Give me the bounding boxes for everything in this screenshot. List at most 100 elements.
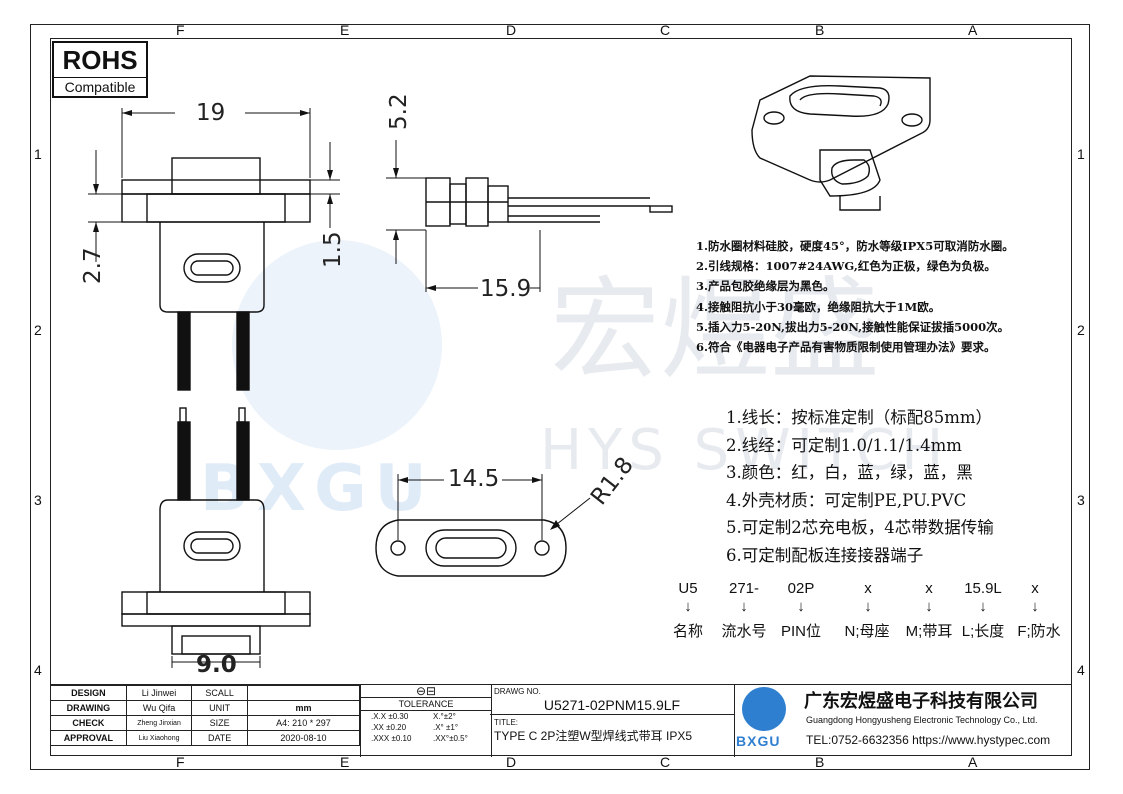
- tolerance-row: .XX ±0.20 .X° ±1°: [361, 722, 491, 733]
- dim-top-thick: 5.2: [386, 93, 412, 130]
- approval-value: A4: 210 * 297: [246, 715, 361, 731]
- watermark-en: HYS SWITCH: [540, 418, 950, 483]
- dim-length: 15.9: [480, 276, 532, 302]
- pn-label: F;防水: [1017, 623, 1061, 640]
- front-view-top: [121, 157, 311, 423]
- spec-note: 1.防水圈材料硅胶，硬度45°，防水等级IPX5可取消防水圈。: [696, 239, 1014, 253]
- dim-hole-span: 14.5: [448, 466, 500, 492]
- drawing-no-label: DRAWG NO.: [494, 687, 541, 696]
- dimension-arrows-side: [393, 168, 436, 291]
- tolerance-linear: .XXX ±0.10: [371, 734, 412, 743]
- tolerance-angular: .X° ±1°: [433, 723, 459, 732]
- zone-row-right: 1: [1077, 146, 1085, 162]
- approval-name: Li Jinwei: [125, 685, 193, 701]
- table-row: DRAWING Wu Qifa UNIT mm: [50, 700, 361, 716]
- company-logo-icon: [742, 687, 786, 731]
- front-view-bottom: [121, 421, 311, 655]
- dimension-arrows-flange: [398, 477, 560, 530]
- rohs-title: ROHS: [62, 45, 138, 75]
- arrow-down-icon: ↓: [1031, 598, 1039, 615]
- arrow-down-icon: ↓: [864, 598, 872, 615]
- pn-label: 名称: [672, 623, 703, 640]
- custom-notes: 1.线长：按标准定制（标配85mm） 2.线经：可定制1.0/1.1/1.4mm…: [726, 404, 994, 569]
- approval-value: 2020-08-10: [246, 730, 361, 746]
- pn-code: x: [864, 580, 872, 597]
- approval-name: Zheng Jinxian: [125, 715, 193, 731]
- drawing-number: U5271-02PNM15.9LF: [490, 696, 734, 715]
- table-row: APPROVAL Liu Xiaohong DATE 2020-08-10: [50, 730, 361, 746]
- rohs-badge: ROHS Compatible: [52, 41, 148, 98]
- custom-note: 5.可定制2芯充电板，4芯带数据传输: [726, 518, 994, 537]
- custom-note: 2.线经：可定制1.0/1.1/1.4mm: [726, 435, 962, 455]
- tolerance-row: .X.X ±0.30 X.°±2°: [361, 711, 491, 722]
- arrow-down-icon: ↓: [797, 598, 805, 615]
- approval-role: DESIGN: [50, 685, 127, 701]
- projection-symbol-icon: ⊖⊟: [415, 684, 437, 698]
- arrow-down-icon: ↓: [740, 598, 748, 615]
- part-number-breakdown: U5 271- 02P x x 15.9L x ↓ ↓ ↓ ↓ ↓ ↓ ↓ 名称…: [670, 580, 1070, 642]
- dimension-lines-side: [386, 140, 541, 292]
- arrow-down-icon: ↓: [925, 598, 933, 615]
- tolerance-linear: .X.X ±0.30: [371, 712, 409, 721]
- zone-col-top: C: [660, 22, 671, 38]
- drawing-frame-inner: [50, 38, 1072, 756]
- zone-row-left: 2: [34, 322, 42, 338]
- zone-col-top: E: [340, 22, 350, 38]
- custom-note: 6.可定制配板连接接器端子: [726, 545, 924, 565]
- dim-height-left: 2.7: [80, 247, 106, 284]
- table-row: CHECK Zheng Jinxian SIZE A4: 210 * 297: [50, 715, 361, 731]
- zone-row-left: 3: [34, 492, 42, 508]
- side-view: [425, 177, 673, 227]
- watermark-logo-circle: [232, 240, 442, 450]
- zone-row-left: 1: [34, 146, 42, 162]
- custom-note: 1.线长：按标准定制（标配85mm）: [726, 408, 993, 427]
- title-block: DESIGN Li Jinwei SCALL DRAWING Wu Qifa U…: [50, 684, 1072, 757]
- dim-width: 19: [196, 100, 226, 126]
- zone-col-bottom: E: [340, 754, 350, 770]
- dimension-arrows-left: [93, 110, 333, 232]
- rohs-subtitle: Compatible: [54, 77, 146, 96]
- pn-label: PIN位: [780, 623, 821, 640]
- pn-code: x: [925, 580, 933, 597]
- tolerance-block: ⊖⊟ TOLERANCE .X.X ±0.30 X.°±2° .XX ±0.20…: [360, 685, 492, 757]
- custom-note: 3.颜色：红，白，蓝，绿，蓝，黑: [726, 463, 973, 482]
- company-block: BXGU 广东宏煜盛电子科技有限公司 Guangdong Hongyusheng…: [734, 685, 1072, 757]
- tolerance-angular: .XX°±0.5°: [433, 734, 468, 743]
- zone-col-top: A: [968, 22, 978, 38]
- approval-role: APPROVAL: [50, 730, 127, 746]
- pn-label: N;母座: [844, 623, 890, 640]
- zone-row-right: 3: [1077, 492, 1085, 508]
- zone-col-bottom: A: [968, 754, 978, 770]
- pn-label: M;带耳: [905, 623, 953, 640]
- title-label: TITLE:: [494, 718, 519, 727]
- dim-side-thick: 1.5: [320, 231, 346, 268]
- approval-field: SIZE: [191, 715, 248, 731]
- zone-col-bottom: B: [815, 754, 825, 770]
- approval-field: UNIT: [191, 700, 248, 716]
- table-row: DESIGN Li Jinwei SCALL: [50, 685, 361, 701]
- zone-col-top: F: [176, 22, 185, 38]
- approval-role: CHECK: [50, 715, 127, 731]
- spec-notes: 1.防水圈材料硅胶，硬度45°，防水等级IPX5可取消防水圈。 2.引线规格：1…: [696, 236, 1014, 357]
- approval-name: Liu Xiaohong: [125, 730, 193, 746]
- spec-note: 5.插入力5-20N,拔出力5-20N,接触性能保证拔插5000次。: [696, 319, 1010, 334]
- zone-col-bottom: C: [660, 754, 671, 770]
- tolerance-angular: X.°±2°: [433, 712, 456, 721]
- pn-code: 15.9L: [964, 580, 1002, 597]
- company-name-cn: 广东宏煜盛电子科技有限公司: [804, 691, 1038, 712]
- drawing-info: DRAWG NO. U5271-02PNM15.9LF TITLE: TYPE …: [490, 685, 735, 757]
- drawing-title: TYPE C 2P注塑W型焊线式带耳 IPX5: [494, 729, 693, 743]
- zone-col-bottom: D: [506, 754, 517, 770]
- company-contact: TEL:0752-6632356 https://www.hystypec.co…: [806, 733, 1051, 747]
- company-name-en: Guangdong Hongyusheng Electronic Technol…: [806, 715, 1038, 725]
- tolerance-label: TOLERANCE: [361, 697, 491, 711]
- tolerance-row: .XXX ±0.10 .XX°±0.5°: [361, 733, 491, 744]
- spec-note: 6.符合《电器电子产品有害物质限制使用管理办法》要求。: [696, 340, 996, 355]
- approval-field: DATE: [191, 730, 248, 746]
- zone-col-top: D: [506, 22, 517, 38]
- dim-bottom-width: 9.0: [196, 652, 237, 678]
- custom-note: 4.外壳材质：可定制PE,PU.PVC: [726, 490, 967, 510]
- pn-code: x: [1031, 580, 1039, 597]
- watermark-cn: 宏煜盛: [550, 266, 880, 394]
